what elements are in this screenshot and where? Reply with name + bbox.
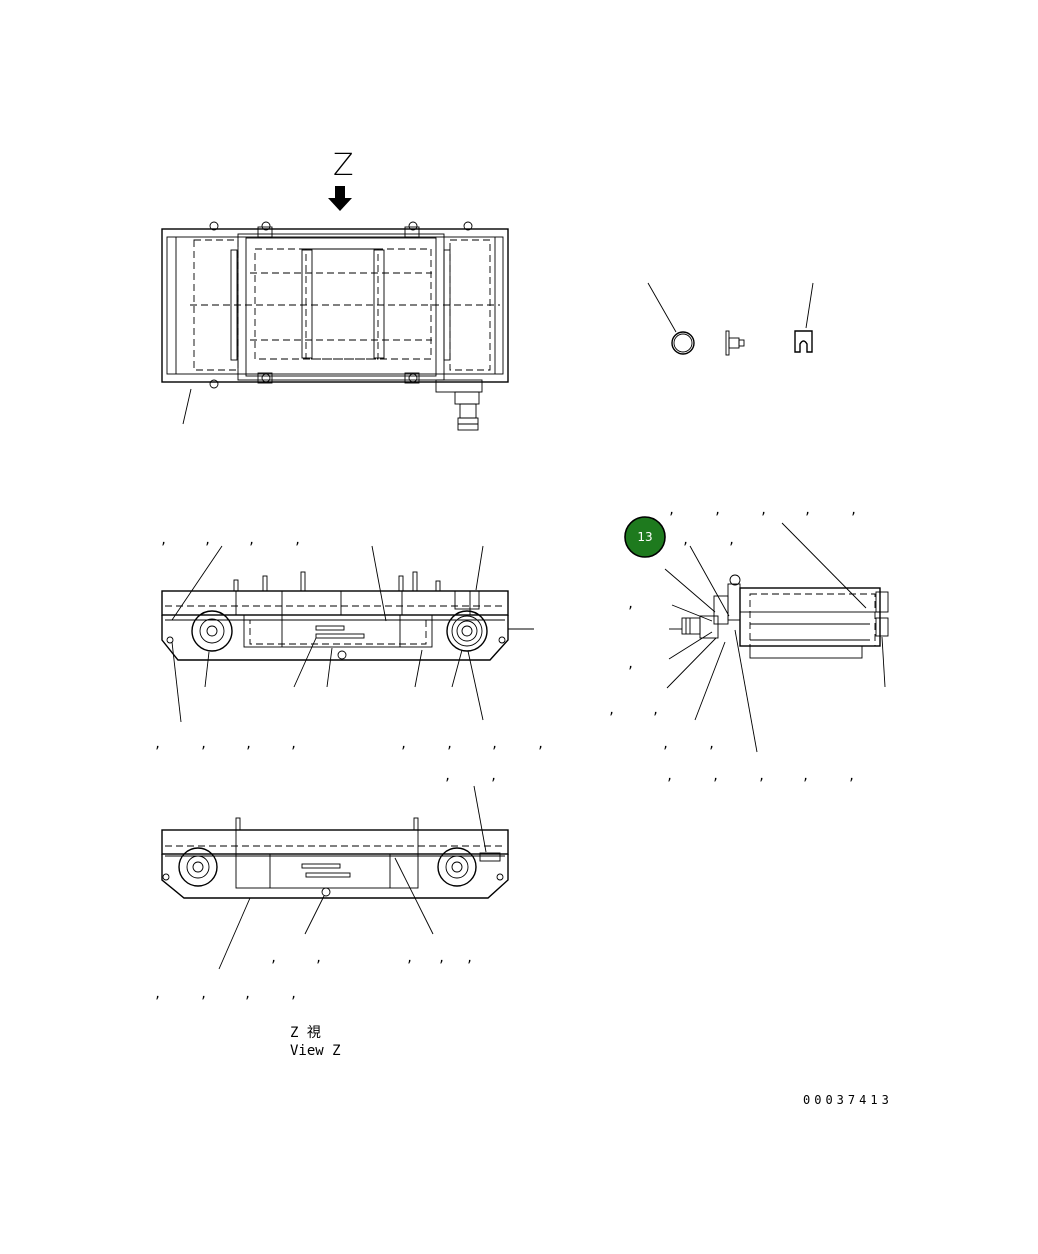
svg-text:,: , xyxy=(446,737,453,751)
rear-view-drawing xyxy=(161,785,509,970)
svg-text:,: , xyxy=(315,951,322,965)
svg-text:,: , xyxy=(270,951,277,965)
svg-text:,: , xyxy=(200,737,207,751)
svg-text:,: , xyxy=(802,769,809,783)
svg-text:,: , xyxy=(154,737,161,751)
badge-circle xyxy=(624,516,666,558)
top-view-drawing xyxy=(161,221,509,431)
svg-text:,: , xyxy=(245,737,252,751)
svg-text:,: , xyxy=(666,769,673,783)
svg-text:,: , xyxy=(758,769,765,783)
svg-text:,: , xyxy=(160,533,167,547)
side-view-drawing xyxy=(664,522,889,753)
svg-text:,: , xyxy=(848,769,855,783)
svg-text:,: , xyxy=(682,533,689,547)
svg-text:,: , xyxy=(850,503,857,517)
svg-text:,: , xyxy=(444,769,451,783)
svg-text:,: , xyxy=(290,737,297,751)
svg-text:,: , xyxy=(290,987,297,1001)
badge-number: 13 xyxy=(637,530,652,544)
svg-text:,: , xyxy=(714,503,721,517)
reference-ticks: ,,,, ,,,, ,,,, ,, ,,,,, ,, ,, ,, ,, ,,,,… xyxy=(154,503,857,1001)
svg-text:,: , xyxy=(760,503,767,517)
svg-text:,: , xyxy=(608,703,615,717)
svg-text:,: , xyxy=(662,737,669,751)
svg-text:,: , xyxy=(490,769,497,783)
svg-text:,: , xyxy=(652,703,659,717)
svg-text:,: , xyxy=(537,737,544,751)
callout-badge[interactable]: 13 xyxy=(624,516,666,558)
svg-text:,: , xyxy=(248,533,255,547)
svg-text:,: , xyxy=(244,987,251,1001)
svg-text:,: , xyxy=(712,769,719,783)
view-z-arrow: Z xyxy=(328,148,354,211)
svg-text:,: , xyxy=(400,737,407,751)
drawing-number: 00037413 xyxy=(803,1093,893,1107)
svg-text:,: , xyxy=(406,951,413,965)
svg-text:,: , xyxy=(154,987,161,1001)
svg-text:,: , xyxy=(627,657,634,671)
svg-text:,: , xyxy=(200,987,207,1001)
svg-text:,: , xyxy=(438,951,445,965)
svg-text:,: , xyxy=(466,951,473,965)
svg-text:,: , xyxy=(294,533,301,547)
svg-text:,: , xyxy=(708,737,715,751)
svg-text:,: , xyxy=(491,737,498,751)
svg-text:,: , xyxy=(627,597,634,611)
view-arrow-letter: Z xyxy=(333,148,354,183)
svg-text:,: , xyxy=(668,503,675,517)
svg-text:,: , xyxy=(804,503,811,517)
view-caption-jp: Z 視 xyxy=(290,1025,321,1041)
svg-text:,: , xyxy=(204,533,211,547)
view-caption-en: View Z xyxy=(290,1043,341,1059)
front-view-drawing xyxy=(161,545,534,723)
svg-text:,: , xyxy=(728,533,735,547)
loose-parts xyxy=(647,282,814,356)
